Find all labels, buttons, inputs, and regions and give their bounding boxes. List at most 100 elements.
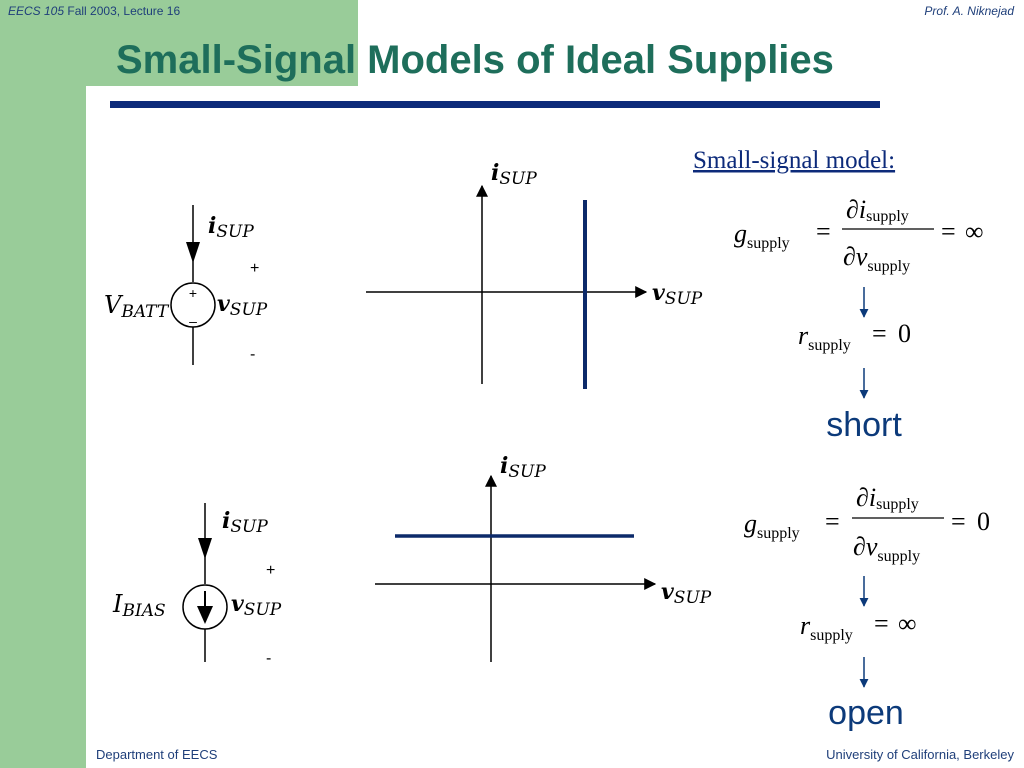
ibias-label: IBIAS <box>112 590 166 621</box>
g-equation-top: gsupply = ∂isupply ∂vsupply = ∞ <box>734 195 984 275</box>
r-term-bottom: rsupply <box>800 611 853 644</box>
g-v-sub-bottom: supply <box>877 548 920 565</box>
title-underline <box>110 101 880 108</box>
vs-minus-terminal: - <box>250 346 255 363</box>
slide-title: Small-Signal Models of Ideal Supplies <box>116 38 834 82</box>
vs-inner-plus: + <box>189 285 197 301</box>
vs-current-symbol: i <box>208 213 216 239</box>
g-term-top: gsupply <box>734 219 790 252</box>
g-i-symbol-bottom: i <box>869 483 876 512</box>
small-signal-model: Small-signal model: gsupply = ∂isupply ∂… <box>693 147 990 732</box>
top-y-sub: SUP <box>499 169 537 189</box>
g-i-symbol-top: i <box>859 195 866 224</box>
bottom-x-axis-label: vSUP <box>661 579 712 608</box>
model-heading: Small-signal model: <box>693 147 895 174</box>
top-y-symbol: i <box>491 160 499 186</box>
cs-voltage-sub: SUP <box>244 600 282 620</box>
top-y-axis-label: iSUP <box>491 160 537 189</box>
bottom-y-symbol: i <box>500 453 508 479</box>
cs-current-arrow <box>198 538 212 559</box>
r-value-top: 0 <box>898 319 911 348</box>
bottom-y-axis-label: iSUP <box>500 453 546 482</box>
g-numerator-top: ∂isupply <box>846 195 909 225</box>
iv-plot-voltage-source: iSUP vSUP <box>366 160 703 389</box>
r-symbol-top: r <box>798 321 809 350</box>
g-sub-bottom: supply <box>757 525 800 542</box>
course-header: EECS 105 Fall 2003, Lecture 16 <box>8 4 180 18</box>
result-short: short <box>826 406 902 444</box>
g-symbol-bottom: g <box>744 509 757 538</box>
current-source-circuit: iSUP IBIAS vSUP + - <box>112 503 282 667</box>
g-numerator-bottom: ∂isupply <box>856 483 919 513</box>
vbatt-symbol: V <box>104 291 124 319</box>
g-sub-top: supply <box>747 235 790 252</box>
cs-current-symbol: i <box>222 508 230 534</box>
vs-current-label: iSUP <box>208 213 254 242</box>
r-eq-bottom: = <box>874 609 889 638</box>
vs-current-sub: SUP <box>216 222 254 242</box>
g-denominator-bottom: ∂vsupply <box>853 532 920 565</box>
r-equation-top: rsupply = 0 <box>798 319 911 354</box>
bottom-y-sub: SUP <box>508 462 546 482</box>
r-value-bottom: ∞ <box>898 609 917 638</box>
content-corner <box>86 86 146 146</box>
g-denominator-top: ∂vsupply <box>843 242 910 275</box>
r-term-top: rsupply <box>798 321 851 354</box>
g-v-sub-top: supply <box>867 258 910 275</box>
top-x-axis-label: vSUP <box>652 280 703 309</box>
footer-university: University of California, Berkeley <box>826 747 1014 762</box>
vbatt-label: VBATT <box>104 291 170 322</box>
g-v-symbol-bottom: v <box>866 532 878 561</box>
cs-minus-terminal: - <box>266 650 271 667</box>
g-i-sub-bottom: supply <box>876 496 919 513</box>
vs-voltage-label: vSUP <box>217 291 268 320</box>
author-header: Prof. A. Niknejad <box>924 4 1014 18</box>
g-eq1-bottom: = <box>825 507 840 536</box>
ibias-symbol: I <box>112 590 123 618</box>
r-sub-bottom: supply <box>810 627 853 644</box>
r-eq-top: = <box>872 319 887 348</box>
lecture-info: Fall 2003, Lecture 16 <box>67 4 181 18</box>
vs-plus-terminal: + <box>250 260 259 277</box>
cs-voltage-label: vSUP <box>231 591 282 620</box>
vs-voltage-sub: SUP <box>230 300 268 320</box>
g-i-sub-top: supply <box>866 208 909 225</box>
footer-department: Department of EECS <box>96 747 218 762</box>
cs-inner-arrow-head <box>197 606 213 624</box>
ibias-sub: BIAS <box>121 601 165 621</box>
bottom-x-symbol: v <box>661 579 674 605</box>
iv-plot-current-source: iSUP vSUP <box>375 453 712 662</box>
course-code: EECS 105 <box>8 4 65 18</box>
cs-voltage-symbol: v <box>231 591 244 617</box>
r-equation-bottom: rsupply = ∞ <box>800 609 917 644</box>
bottom-x-sub: SUP <box>674 588 712 608</box>
header-green-band <box>0 0 358 86</box>
sidebar-green-band <box>0 0 86 768</box>
r-symbol-bottom: r <box>800 611 811 640</box>
top-x-symbol: v <box>652 280 665 306</box>
g-partial-v-bottom: ∂ <box>853 532 866 561</box>
g-equation-bottom: gsupply = ∂isupply ∂vsupply = 0 <box>744 483 990 565</box>
g-partial-i-bottom: ∂ <box>856 483 869 512</box>
g-partial-i-top: ∂ <box>846 195 859 224</box>
g-symbol-top: g <box>734 219 747 248</box>
g-v-symbol-top: v <box>856 242 868 271</box>
top-x-sub: SUP <box>665 289 703 309</box>
vs-current-arrow <box>186 242 200 263</box>
vbatt-sub: BATT <box>120 302 169 322</box>
result-open: open <box>828 694 904 732</box>
cs-current-label: iSUP <box>222 508 268 537</box>
g-eq2-bottom: = <box>951 507 966 536</box>
g-partial-v-top: ∂ <box>843 242 856 271</box>
cs-current-sub: SUP <box>230 517 268 537</box>
g-value-bottom: 0 <box>977 507 990 536</box>
cs-plus-terminal: + <box>266 562 275 579</box>
g-term-bottom: gsupply <box>744 509 800 542</box>
vs-inner-minus: – <box>189 313 197 329</box>
g-value-top: ∞ <box>965 217 984 246</box>
vs-voltage-symbol: v <box>217 291 230 317</box>
g-eq2-top: = <box>941 217 956 246</box>
voltage-source-circuit: + – iSUP VBATT vSUP + - <box>104 205 268 365</box>
r-sub-top: supply <box>808 337 851 354</box>
